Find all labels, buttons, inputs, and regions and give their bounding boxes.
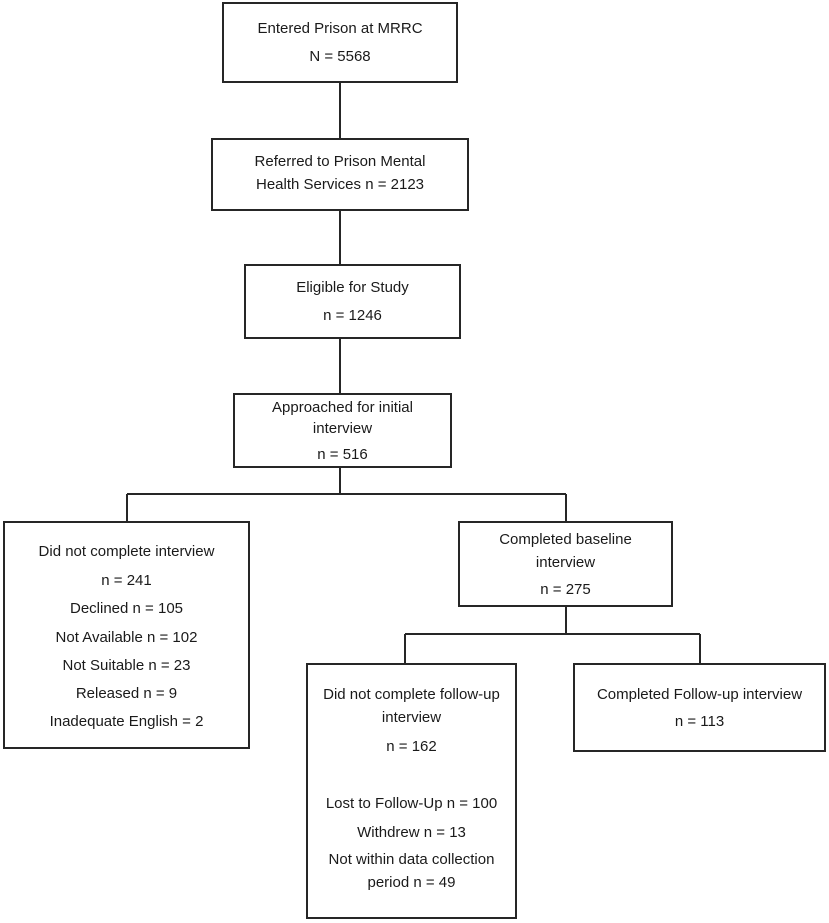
box-line: Lost to Follow-Up n = 100	[325, 795, 498, 812]
box-line: Completed Follow-up interview	[596, 686, 803, 703]
box-referred: Referred to Prison Mental Health Service…	[211, 138, 469, 211]
box-line: interview	[535, 554, 596, 571]
box-line: Did not complete interview	[38, 543, 215, 560]
box-approached: Approached for initial interview n = 516	[233, 393, 452, 468]
box-line: n = 162	[386, 738, 437, 755]
box-did-not-complete-followup: Did not complete follow-up interview n =…	[306, 663, 517, 919]
box-line: Not within data collection	[328, 851, 495, 868]
box-line: n = 241	[101, 572, 152, 589]
box-line: n = 275	[540, 581, 591, 598]
box-line: N = 5568	[309, 48, 371, 65]
box-line: Withdrew n = 13	[357, 824, 466, 841]
box-line: Inadequate English = 2	[49, 713, 204, 730]
box-completed-baseline: Completed baseline interview n = 275	[458, 521, 673, 607]
box-line: Health Services n = 2123	[255, 176, 425, 193]
box-completed-followup: Completed Follow-up interview n = 113	[573, 663, 826, 752]
box-line: Released n = 9	[75, 685, 178, 702]
box-line: Completed baseline	[499, 531, 632, 548]
box-line: Declined n = 105	[70, 600, 183, 617]
box-line: interview	[312, 420, 373, 437]
box-line: Entered Prison at MRRC	[257, 20, 423, 37]
box-line: interview	[381, 709, 442, 726]
box-line: Not Suitable n = 23	[62, 657, 191, 674]
box-line: Did not complete follow-up	[323, 686, 500, 703]
box-line: period n = 49	[367, 874, 456, 891]
box-line: Referred to Prison Mental	[254, 153, 426, 170]
box-line: n = 516	[317, 446, 368, 463]
box-line: Approached for initial	[272, 399, 413, 416]
box-did-not-complete-interview: Did not complete interview n = 241 Decli…	[3, 521, 250, 749]
box-line: Not Available n = 102	[55, 629, 198, 646]
box-line: n = 1246	[323, 307, 382, 324]
box-line: n = 113	[674, 713, 725, 730]
box-line: Eligible for Study	[296, 279, 409, 296]
box-entered-prison: Entered Prison at MRRC N = 5568	[222, 2, 458, 83]
box-eligible: Eligible for Study n = 1246	[244, 264, 461, 339]
